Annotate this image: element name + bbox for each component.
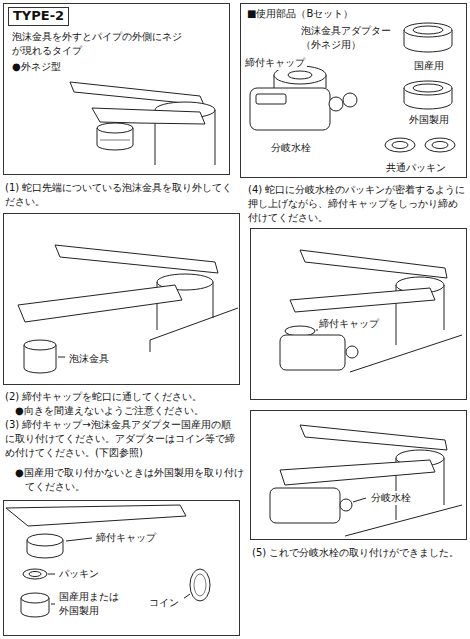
part-name: 国産用 bbox=[414, 59, 456, 73]
part-name: 国産用または外国製用 bbox=[59, 590, 125, 618]
step-figure: 締付キャップ bbox=[250, 228, 467, 400]
type-bullet: ●外ネジ型 bbox=[12, 60, 132, 74]
step-text: (2) 締付キャップを蛇口に通してください。 bbox=[5, 390, 240, 404]
part-name: 泡沫金具アダプター（外ネジ用） bbox=[301, 24, 403, 52]
step-figure: 泡沫金具 bbox=[3, 213, 240, 385]
part-name: 締付キャップ bbox=[245, 56, 307, 70]
part-name: 分岐水栓 bbox=[371, 491, 419, 505]
parts-heading: ■使用部品（Bセット） bbox=[247, 7, 447, 21]
part-name: 締付キャップ bbox=[96, 531, 161, 545]
part-name: コイン bbox=[149, 596, 184, 610]
type-title: TYPE-2 bbox=[8, 7, 69, 26]
note-bullet: ●向きを間違えないようご注意ください。 bbox=[15, 404, 250, 418]
step-text: (3) 締付キャップ→泡沫金具アダプター国産用の順に取り付けてください。アダプタ… bbox=[5, 418, 240, 460]
step-figure: 締付キャップパッキン国産用または外国製用 コイン bbox=[3, 500, 240, 636]
part-name: 締付キャップ bbox=[319, 317, 384, 331]
step-figure: 分岐水栓 bbox=[250, 410, 467, 540]
part-name: 外国製用 bbox=[409, 113, 464, 127]
step-text: (1) 蛇口先端についている泡沫金具を取り外してください。 bbox=[5, 181, 235, 209]
step-text: (4) 蛇口に分岐水栓のパッキンが密着するように押し上げながら、締付キャップをし… bbox=[248, 183, 466, 225]
part-name: パッキン bbox=[59, 567, 109, 581]
part-name: 分岐水栓 bbox=[271, 141, 326, 155]
type-description: 泡沫金具を外すとパイプの外側にネジが現れるタイプ bbox=[12, 30, 187, 58]
part-name: 共通パッキン bbox=[386, 161, 461, 175]
note-bullet: ●国産用で取り付かないときは外国製用を取り付けてください。 bbox=[15, 466, 250, 494]
part-name: 泡沫金具 bbox=[69, 352, 124, 366]
type-panel: TYPE-2 泡沫金具を外すとパイプの外側にネジが現れるタイプ ●外ネジ型 bbox=[3, 3, 230, 175]
step-text: (5) これで分岐水栓の取り付けができました。 bbox=[252, 546, 467, 560]
parts-panel: ■使用部品（Bセット） 締付キャップ 泡沫金具アダプター（外ネジ用） 国産用外国製用共… bbox=[240, 3, 467, 178]
